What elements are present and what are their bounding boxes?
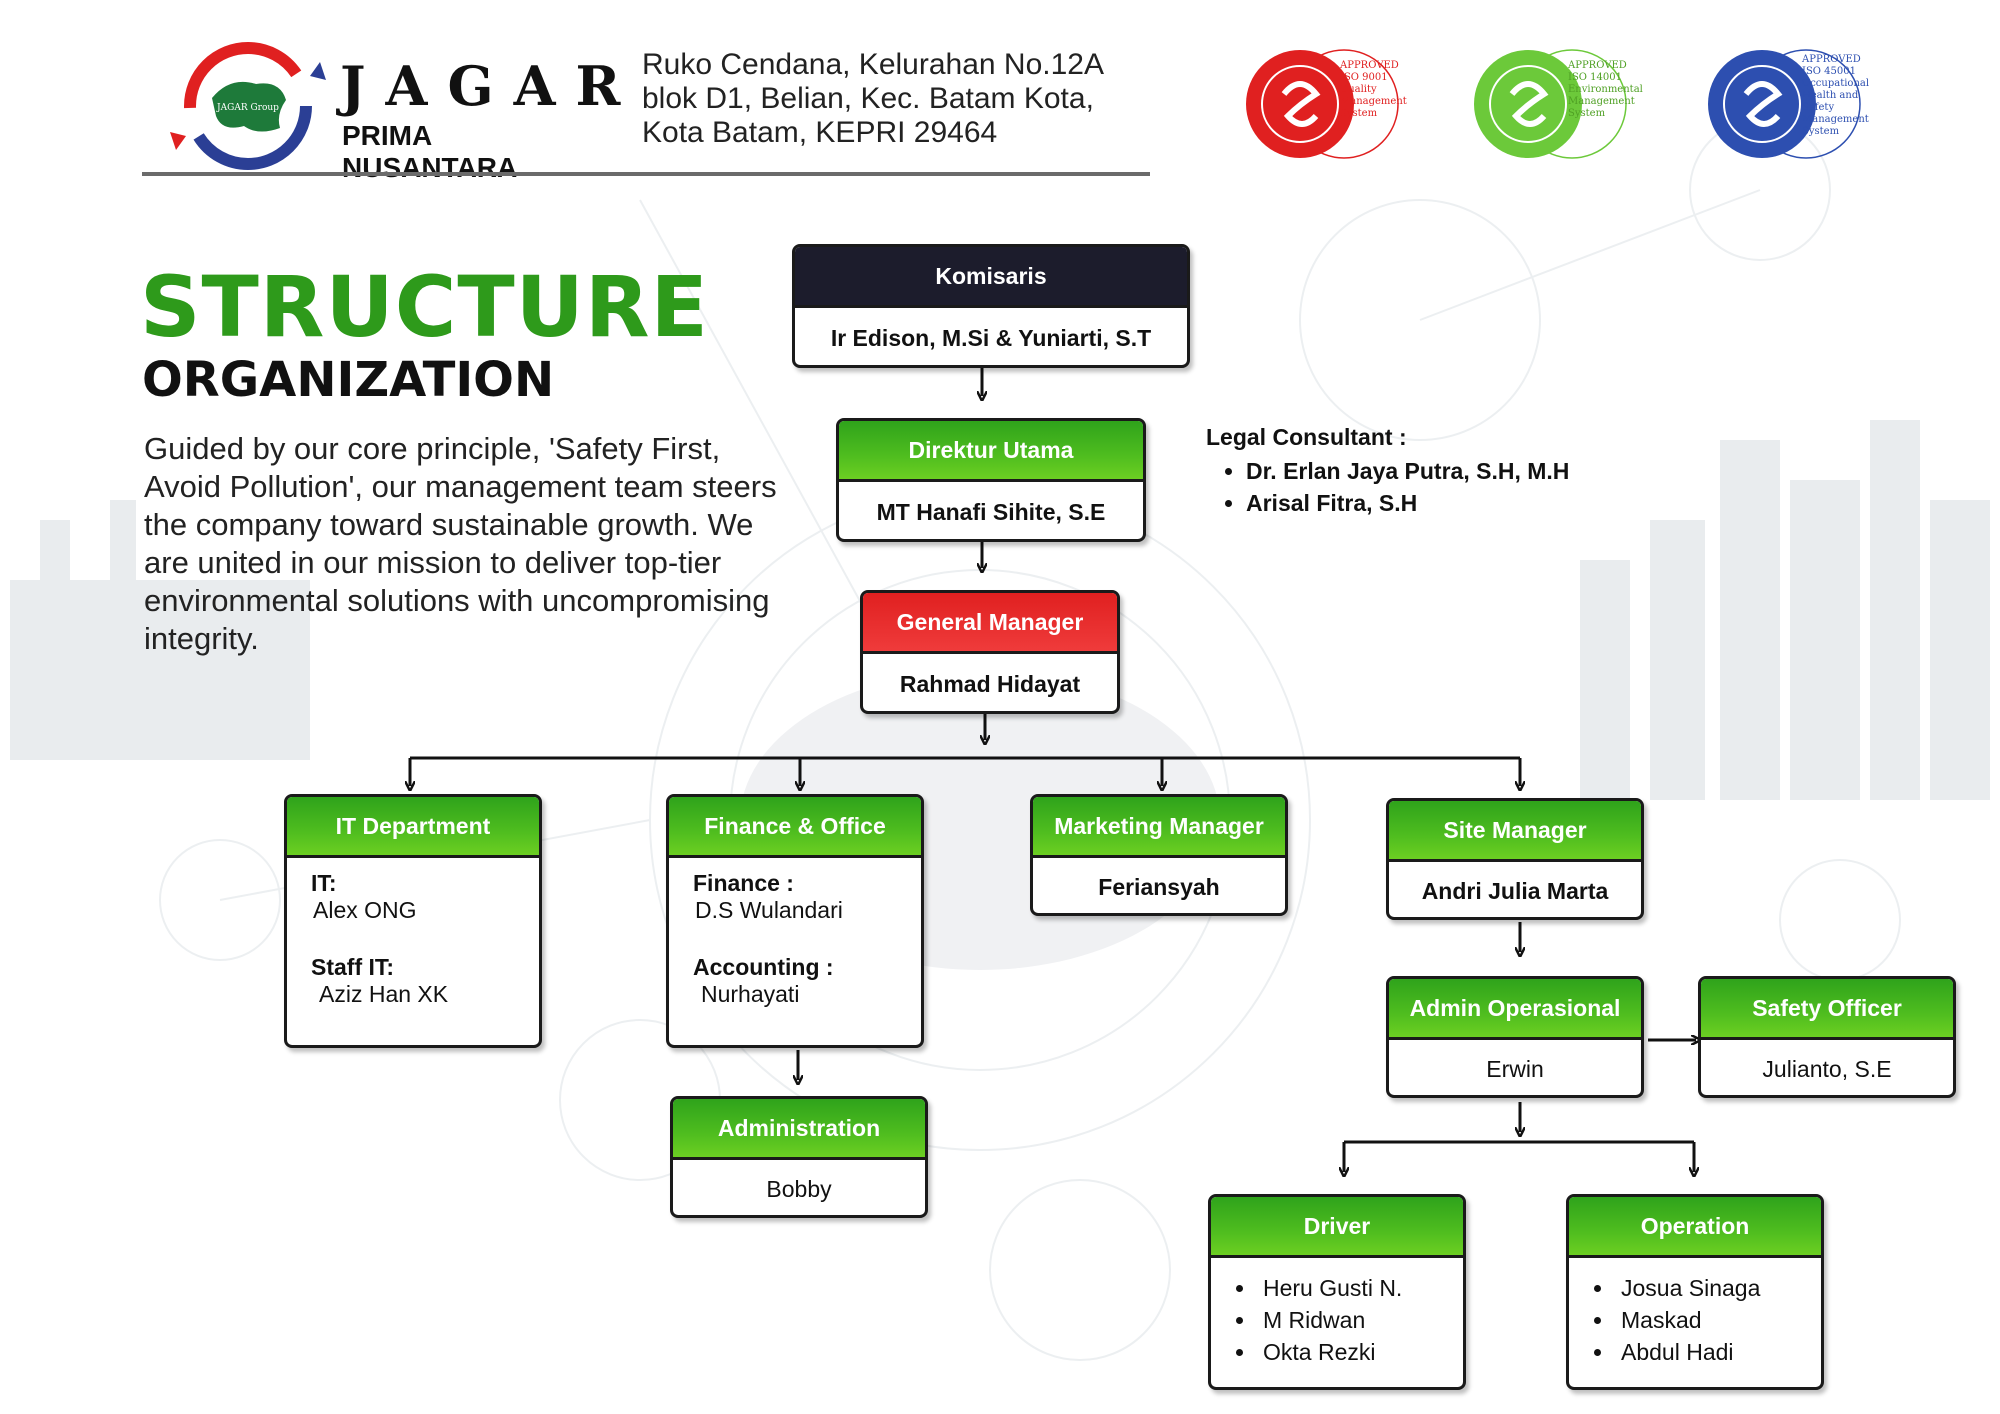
direktur-utama-box: Direktur Utama MT Hanafi Sihite, S.E: [836, 418, 1146, 542]
list-item: M Ridwan: [1257, 1304, 1463, 1336]
site-manager-box: Site Manager Andri Julia Marta: [1386, 798, 1644, 920]
safety-officer-box: Safety Officer Julianto, S.E: [1698, 976, 1956, 1098]
seal-line: System: [1340, 108, 1378, 119]
operation-box: Operation Josua Sinaga Maskad Abdul Hadi: [1566, 1194, 1824, 1390]
seal-line: APPROVED: [1340, 60, 1399, 71]
box-title: Direktur Utama: [839, 421, 1143, 482]
seal-line: ISO 45001: [1802, 66, 1856, 77]
box-title: Admin Operasional: [1389, 979, 1641, 1040]
company-address: Ruko Cendana, Kelurahan No.12A blok D1, …: [642, 48, 1162, 150]
company-subname: PRIMA NUSANTARA: [342, 120, 518, 183]
list-item: Josua Sinaga: [1615, 1272, 1821, 1304]
legal-consultant: Legal Consultant : Dr. Erlan Jaya Putra,…: [1206, 424, 1569, 519]
role-value: Alex ONG: [313, 897, 417, 923]
seal-line: Health and: [1802, 90, 1859, 101]
list-item: Heru Gusti N.: [1257, 1272, 1463, 1304]
box-title: General Manager: [863, 593, 1117, 654]
seal-line: Quality: [1340, 84, 1377, 95]
address-line: Ruko Cendana, Kelurahan No.12A: [642, 48, 1104, 81]
role-value: D.S Wulandari: [695, 897, 843, 923]
box-title: Driver: [1211, 1197, 1463, 1258]
box-name: MT Hanafi Sihite, S.E: [876, 498, 1106, 525]
box-content: Finance : D.S Wulandari Accounting : Nur…: [669, 858, 921, 1020]
certification-seal-icon: [1708, 49, 1861, 159]
iso-14001-seal: APPROVED ISO 14001 Environmental Managem…: [1472, 44, 1662, 164]
page-subtitle: ORGANIZATION: [142, 352, 555, 408]
box-title: Operation: [1569, 1197, 1821, 1258]
certification-seal-icon: [1474, 49, 1627, 159]
globe-logo-icon: JAGAR Group: [170, 42, 326, 170]
box-name: Feriansyah: [1098, 873, 1220, 900]
administration-box: Administration Bobby: [670, 1096, 928, 1218]
header-divider: [142, 172, 1150, 176]
page-title: STRUCTURE: [140, 258, 709, 356]
member-list: Heru Gusti N. M Ridwan Okta Rezki: [1211, 1258, 1463, 1368]
seal-line: Management: [1802, 114, 1869, 125]
finance-office-box: Finance & Office Finance : D.S Wulandari…: [666, 794, 924, 1048]
box-name: Andri Julia Marta: [1421, 877, 1609, 904]
driver-box: Driver Heru Gusti N. M Ridwan Okta Rezki: [1208, 1194, 1466, 1390]
role-value: Aziz Han XK: [319, 981, 449, 1007]
box-title: Marketing Manager: [1033, 797, 1285, 858]
box-name: Julianto, S.E: [1762, 1055, 1892, 1082]
role-label: Accounting :: [693, 954, 834, 980]
role-value: Nurhayati: [701, 981, 800, 1007]
address-line: Kota Batam, KEPRI 29464: [642, 116, 998, 149]
box-name: Erwin: [1486, 1055, 1544, 1082]
seal-line: Safety: [1802, 102, 1835, 113]
seal-line: Occupational: [1802, 78, 1870, 89]
box-title: Komisaris: [795, 247, 1187, 308]
seal-line: ISO 14001: [1568, 72, 1622, 83]
role-label: Finance :: [693, 870, 794, 896]
box-name: Bobby: [766, 1175, 832, 1202]
general-manager-box: General Manager Rahmad Hidayat: [860, 590, 1120, 714]
certification-seal-icon: [1246, 49, 1399, 159]
member-list: Josua Sinaga Maskad Abdul Hadi: [1569, 1258, 1821, 1368]
list-item: Okta Rezki: [1257, 1336, 1463, 1368]
seal-line: Management: [1340, 96, 1407, 107]
legal-member: Arisal Fitra, S.H: [1246, 487, 1569, 519]
list-item: Maskad: [1615, 1304, 1821, 1336]
seal-line: APPROVED: [1802, 54, 1861, 65]
it-department-box: IT Department IT: Alex ONG Staff IT: Azi…: [284, 794, 542, 1048]
role-label: Staff IT:: [311, 954, 395, 980]
box-content: IT: Alex ONG Staff IT: Aziz Han XK: [287, 858, 539, 1020]
seal-line: APPROVED: [1568, 60, 1627, 71]
box-title: IT Department: [287, 797, 539, 858]
list-item: Abdul Hadi: [1615, 1336, 1821, 1368]
iso-45001-seal: APPROVED ISO 45001 Occupational Health a…: [1706, 44, 1896, 164]
address-line: blok D1, Belian, Kec. Batam Kota,: [642, 82, 1094, 115]
seal-line: ISO 9001: [1340, 72, 1388, 83]
iso-9001-seal: APPROVED ISO 9001 Quality Management Sys…: [1244, 44, 1434, 164]
role-label: IT:: [311, 870, 337, 896]
legal-heading: Legal Consultant :: [1206, 424, 1407, 450]
marketing-manager-box: Marketing Manager Feriansyah: [1030, 794, 1288, 916]
seal-line: System: [1568, 108, 1606, 119]
intro-text: Guided by our core principle, 'Safety Fi…: [144, 431, 777, 656]
box-name: Ir Edison, M.Si & Yuniarti, S.T: [830, 324, 1152, 351]
box-name: Rahmad Hidayat: [899, 670, 1081, 697]
box-title: Safety Officer: [1701, 979, 1953, 1040]
legal-member: Dr. Erlan Jaya Putra, S.H, M.H: [1246, 455, 1569, 487]
box-title: Site Manager: [1389, 801, 1641, 862]
seal-line: Environmental: [1568, 84, 1643, 95]
logo-inner-text: JAGAR Group: [216, 103, 279, 113]
box-title: Administration: [673, 1099, 925, 1160]
seal-line: System: [1802, 126, 1840, 137]
komisaris-box: Komisaris Ir Edison, M.Si & Yuniarti, S.…: [792, 244, 1190, 368]
seal-line: Management: [1568, 96, 1635, 107]
company-logo: JAGAR Group JAGAR PRIMA NUSANTARA: [160, 40, 620, 183]
company-name: JAGAR: [340, 54, 641, 118]
admin-operasional-box: Admin Operasional Erwin: [1386, 976, 1644, 1098]
box-title: Finance & Office: [669, 797, 921, 858]
